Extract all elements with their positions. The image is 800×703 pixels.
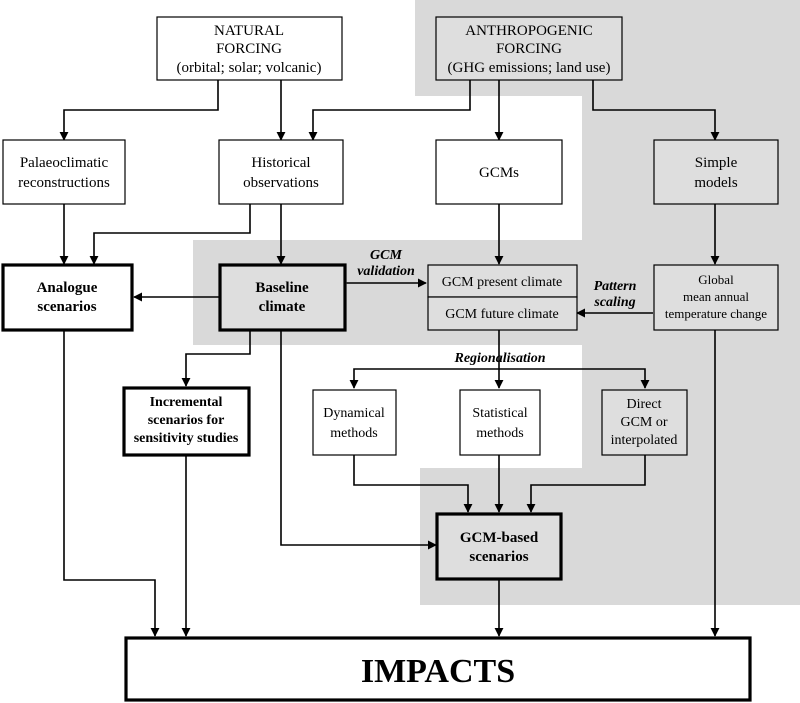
arrow-anthro-to-simple xyxy=(592,80,720,141)
direct-box xyxy=(601,389,688,456)
impacts-title: IMPACTS xyxy=(361,653,515,690)
anthropogenic-forcing-line2: FORCING xyxy=(496,41,562,57)
dynamical-line1: Dynamical xyxy=(323,406,385,421)
global-mean-line3: temperature change xyxy=(665,306,767,321)
simple-models-line1: Simple xyxy=(695,155,738,171)
edge-labels: GCM validation Pattern scaling Regionali… xyxy=(357,248,636,366)
dynamical-box xyxy=(312,389,397,456)
simple-models-box xyxy=(653,139,779,205)
simple-models-line2: models xyxy=(694,175,737,191)
incremental-line2: scenarios for xyxy=(148,413,225,428)
statistical-box xyxy=(459,389,541,456)
arrow-natural-to-palaeo xyxy=(59,80,219,141)
global-mean-line2: mean annual xyxy=(683,289,749,304)
baseline-box xyxy=(218,263,347,332)
palaeoclimatic-box xyxy=(2,139,126,205)
gcms-line1: GCMs xyxy=(479,165,519,181)
gcm-based-line1: GCM-based xyxy=(460,530,539,546)
direct-line1: Direct xyxy=(627,397,662,412)
gcm-present-line1: GCM present climate xyxy=(442,275,563,290)
gcms-box xyxy=(435,139,563,205)
connectors xyxy=(59,80,720,637)
gcm-validation-label-2: validation xyxy=(357,264,415,279)
arrow-analogue-to-impacts xyxy=(63,330,160,637)
arrow-historical-to-analogue xyxy=(89,204,251,265)
direct-line3: interpolated xyxy=(611,433,678,448)
gcm-validation-label-1: GCM xyxy=(370,248,402,263)
analogue-line1: Analogue xyxy=(37,280,98,296)
arrow-anthro-to-historical xyxy=(308,80,471,141)
boxes xyxy=(1,16,779,702)
impacts-box xyxy=(124,636,752,702)
global-mean-box xyxy=(653,264,779,331)
dynamical-line2: methods xyxy=(330,426,377,441)
anthropogenic-forcing-line1: ANTHROPOGENIC xyxy=(465,23,593,39)
anthropogenic-forcing-box xyxy=(435,16,623,81)
arrow-dynamical-to-gcmbased xyxy=(353,455,473,513)
natural-forcing-line3: (orbital; solar; volcanic) xyxy=(177,60,322,76)
palaeoclimatic-line1: Palaeoclimatic xyxy=(20,155,109,171)
arrow-baseline-to-incremental xyxy=(181,330,251,387)
statistical-line1: Statistical xyxy=(472,406,527,421)
natural-forcing-line1: NATURAL xyxy=(214,23,284,39)
natural-forcing-line2: FORCING xyxy=(216,41,282,57)
pattern-scaling-label-1: Pattern xyxy=(594,279,637,294)
arrow-direct-to-gcmbased xyxy=(526,455,646,513)
historical-box xyxy=(218,139,344,205)
incremental-line3: sensitivity studies xyxy=(134,431,239,446)
incremental-line1: Incremental xyxy=(150,395,223,410)
natural-forcing-box xyxy=(156,16,343,81)
arrow-baseline-to-gcmbased xyxy=(280,330,437,550)
box-texts: NATURAL FORCING (orbital; solar; volcani… xyxy=(18,23,767,690)
gcm-present-box xyxy=(427,264,578,298)
anthropogenic-forcing-line3: (GHG emissions; land use) xyxy=(448,60,611,76)
analogue-line2: scenarios xyxy=(37,299,96,315)
arrow-regional-to-direct xyxy=(499,368,650,389)
gcm-future-line1: GCM future climate xyxy=(445,307,559,322)
baseline-line2: climate xyxy=(259,299,306,315)
regionalisation-label: Regionalisation xyxy=(453,351,545,366)
statistical-line2: methods xyxy=(476,426,523,441)
gcm-based-box xyxy=(435,512,563,581)
gcm-future-box xyxy=(427,296,578,331)
analogue-box xyxy=(1,263,134,332)
global-mean-line1: Global xyxy=(698,272,734,287)
incremental-box xyxy=(122,386,251,457)
baseline-line1: Baseline xyxy=(255,280,309,296)
historical-line1: Historical xyxy=(251,155,310,171)
arrow-regional-to-dynamical xyxy=(349,368,499,389)
gcm-based-line2: scenarios xyxy=(469,549,528,565)
historical-line2: observations xyxy=(243,175,319,191)
direct-line2: GCM or xyxy=(620,415,667,430)
palaeoclimatic-line2: reconstructions xyxy=(18,175,110,191)
pattern-scaling-label-2: scaling xyxy=(593,295,635,310)
